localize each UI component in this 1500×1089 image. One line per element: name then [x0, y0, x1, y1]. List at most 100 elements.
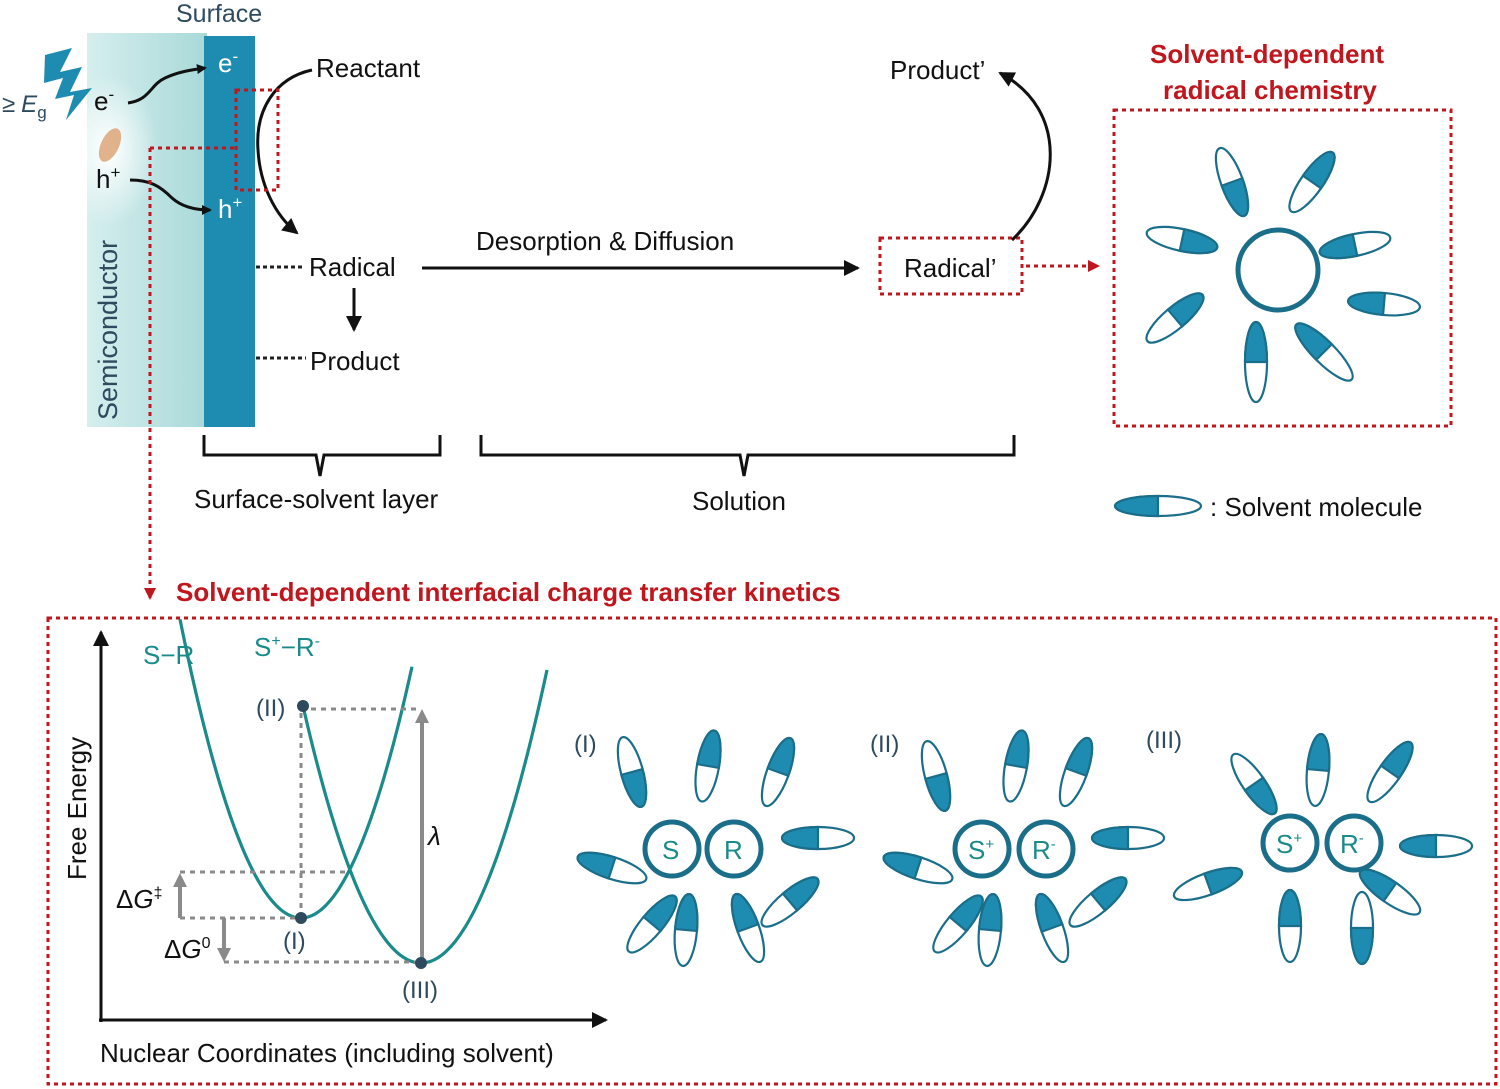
panel-label: (I): [574, 731, 597, 758]
reactant-label: Reactant: [316, 53, 421, 83]
species-s-circle: [952, 819, 1012, 879]
solvent-molecule-icon: [626, 894, 678, 954]
solvent-molecule-icon: [673, 893, 699, 967]
panel-label: (III): [1146, 727, 1182, 754]
solvent-molecule-icon: [1294, 322, 1354, 382]
solvent-molecule-icon: [1398, 833, 1474, 859]
solvent-molecule-icon: [780, 825, 856, 851]
solvent-molecule-icon: [730, 892, 766, 964]
species-r-label: R: [724, 835, 743, 865]
solvent-molecule-icon: [1002, 729, 1030, 803]
solvent-molecule-icon: [920, 740, 952, 812]
solvent-molecule-icon: [1230, 752, 1278, 816]
solvent-molecule-icon: [1366, 740, 1414, 804]
radical-chem-cluster: [1145, 146, 1421, 404]
radical-chem-title-line1: Solvent-dependent: [1150, 39, 1384, 69]
legend-label: : Solvent molecule: [1210, 492, 1422, 522]
species-s-circle: [642, 819, 702, 879]
solvent-molecule-icon: [1090, 825, 1166, 851]
semiconductor-label: Semiconductor: [93, 240, 123, 420]
solvation-panel-1: S R (I): [574, 729, 856, 967]
species-r-label: R-: [1340, 829, 1364, 859]
product-prime-label: Product’: [890, 55, 985, 85]
x-axis-label: Nuclear Coordinates (including solvent): [100, 1038, 554, 1068]
solvent-molecule-icon: [932, 894, 984, 954]
solvent-molecule-icon: [882, 851, 954, 885]
dG0-label: ΔG0: [164, 934, 211, 964]
hole-semiconductor: h+: [96, 163, 120, 194]
electron-transfer-arrow: [127, 64, 207, 105]
species-s-circle: [1260, 813, 1320, 873]
point-III-label: (III): [402, 977, 438, 1004]
desorption-label: Desorption & Diffusion: [476, 226, 734, 256]
solvent-molecule-icon: [1318, 230, 1392, 260]
dG-activation-label: ΔG‡: [116, 884, 163, 914]
radical-prime-label: Radical’: [904, 253, 997, 283]
solvent-molecule-icon: [1277, 888, 1303, 964]
electron-surface: e-: [218, 47, 238, 78]
semiconductor-block: Semiconductor: [58, 33, 207, 427]
curve-spr: [301, 669, 549, 965]
solvation-panel-2: S+ R- (II): [870, 729, 1166, 967]
hole-transfer-arrow: [129, 178, 212, 215]
species-s-label: S+: [1276, 829, 1302, 859]
solvent-molecule-icon: [760, 876, 820, 928]
solvent-molecule-icon: [977, 893, 1003, 967]
point-II-marker: [297, 700, 309, 712]
reactant-to-radical-arrow: [256, 68, 313, 235]
solvent-molecule-icon: [1358, 868, 1422, 916]
excitation-label: ≥Eg: [2, 91, 47, 122]
point-I-marker: [295, 912, 307, 924]
solvent-molecule-icon: [760, 736, 796, 808]
panel-label: (II): [870, 731, 899, 758]
radical-chem-title-line2: radical chemistry: [1163, 75, 1377, 105]
surface-label: Surface: [176, 0, 262, 28]
species-s-label: S: [662, 835, 679, 865]
solvent-molecule-icon: [576, 851, 648, 885]
solvent-molecule-icon: [1145, 292, 1205, 344]
solvent-molecule-icon: [1113, 494, 1203, 518]
energy-curves: [178, 618, 549, 965]
solvent-molecule-icon: [694, 729, 722, 803]
solvent-molecule-icon: [1288, 150, 1336, 214]
hole-surface: h+: [218, 193, 242, 224]
solvent-molecule-icon: [1068, 876, 1128, 928]
solvent-molecule-legend-icon: [1113, 494, 1203, 518]
solvent-molecule-icon: [1305, 733, 1331, 807]
solution-label: Solution: [692, 486, 786, 516]
species-r-circle: [704, 819, 764, 879]
solution-brace: [479, 435, 1016, 477]
solvent-molecule-icon: [1145, 225, 1219, 255]
species-s-label: S+: [968, 835, 994, 865]
y-axis-label: Free Energy: [62, 737, 92, 880]
radical-label: Radical: [309, 252, 396, 282]
species-r-circle: [1016, 819, 1076, 879]
solvent-molecule-icon: [1034, 892, 1070, 964]
surface-block: Surface: [176, 0, 262, 427]
lightning-bolt-icon: [44, 48, 92, 120]
species-r-label: R-: [1032, 835, 1056, 865]
solvent-molecule-icon: [1172, 866, 1244, 902]
surface-layer-brace: [202, 435, 442, 477]
solvation-panel-3: S+ R- (III): [1146, 727, 1474, 966]
surface-solvent-layer-label: Surface-solvent layer: [194, 484, 439, 514]
lambda-label: λ: [426, 821, 441, 851]
radical-prime-box: [878, 236, 1024, 296]
product-label: Product: [310, 346, 400, 376]
solvent-molecule-icon: [1243, 320, 1269, 404]
point-III-marker: [415, 957, 427, 969]
solvent-molecule-icon: [1058, 736, 1094, 808]
radical-chem-box: [1112, 108, 1453, 428]
point-II-label: (II): [256, 695, 285, 722]
solvent-molecule-icon: [1349, 890, 1375, 966]
curve-sr-label: S−R: [143, 640, 194, 670]
point-I-label: (I): [283, 928, 306, 955]
kinetics-box: [46, 616, 1498, 1086]
solvent-molecule-icon: [1214, 146, 1250, 218]
solvent-molecule-icon: [1347, 291, 1421, 317]
solvent-molecule-icon: [616, 736, 648, 808]
radical-center-circle: [1235, 227, 1321, 313]
photon-spark-icon: [98, 128, 122, 162]
curve-spr-label: S+−R-: [254, 632, 320, 662]
